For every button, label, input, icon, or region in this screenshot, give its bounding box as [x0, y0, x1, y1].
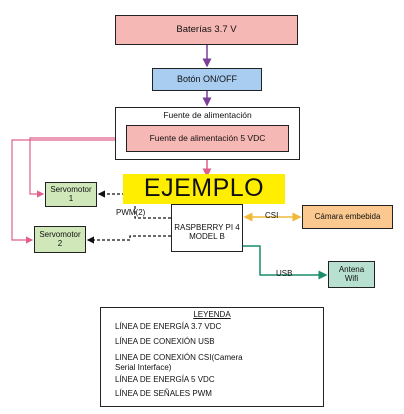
node-boton-label: Botón ON/OFF: [176, 73, 238, 84]
node-raspberry-pi: RASPBERRY PI 4 MODEL B: [171, 204, 243, 252]
node-fuente-5vdc: Fuente de alimentación 5 VDC: [126, 125, 289, 152]
legend-item-csi: LINEA DE CONEXIÓN CSI(Camera: [115, 353, 243, 362]
edge-fuente-servo2: [11, 139, 126, 244]
node-servo2-label: Servomotor 2: [39, 229, 81, 248]
legend-title: LEYENDA: [193, 310, 231, 319]
edge-usb-antena: [243, 245, 328, 280]
node-baterias: Baterías 3.7 V: [115, 15, 298, 45]
legend-item-energia5: LÍNEA DE ENERGÍA 5 VDC: [115, 375, 215, 384]
node-boton-on-off: Botón ON/OFF: [152, 68, 262, 91]
node-camara-label: Cámara embebida: [314, 211, 381, 221]
edge-label-pwm: PWM(2): [116, 208, 146, 217]
legend-item-csi-line2: Serial Interface): [115, 363, 172, 372]
node-fuente-alimentacion-label: Fuente de alimentación: [163, 110, 252, 120]
watermark-ejemplo: EJEMPLO: [123, 174, 285, 204]
legend-item-pwm: LÍNEA DE SEÑALES PWM: [115, 389, 212, 398]
node-servomotor-2: Servomotor 2: [34, 226, 86, 253]
edge-fuente-servo1: [29, 137, 126, 198]
node-rpi-label: RASPBERRY PI 4 MODEL B: [174, 223, 240, 242]
legend-box: [100, 307, 324, 407]
node-servomotor-1: Servomotor 1: [45, 182, 97, 207]
legend-item-energia37: LÍNEA DE ENERGÍA 3.7 VDC: [115, 322, 222, 331]
legend-item-usb: LÍNEA DE CONEXIÓN USB: [115, 337, 215, 346]
node-servo1-label: Servomotor 1: [50, 184, 92, 203]
edge-label-usb: USB: [276, 269, 293, 278]
watermark-text: EJEMPLO: [143, 174, 265, 203]
node-antena-label: Antena Wifi: [338, 264, 365, 283]
edge-pwm-servo1: [97, 190, 171, 219]
edge-pwm-servo2: [86, 235, 171, 244]
node-fuente-5vdc-label: Fuente de alimentación 5 VDC: [149, 132, 266, 143]
edge-label-csi: CSI: [265, 211, 279, 220]
node-camara-embebida: Cámara embebida: [302, 205, 393, 229]
node-antena-wifi: Antena Wifi: [328, 261, 375, 288]
node-baterias-label: Baterías 3.7 V: [176, 23, 237, 35]
